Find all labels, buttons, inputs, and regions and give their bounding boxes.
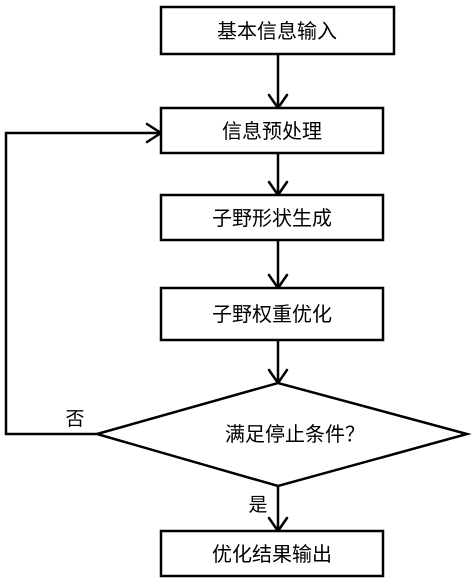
decision-label: 满足停止条件？: [225, 422, 365, 446]
output-box: [159, 529, 385, 578]
decision-diamond: [92, 381, 472, 488]
shape-label: 子野形状生成: [212, 206, 332, 230]
node-preprocess: 信息预处理: [159, 106, 385, 155]
edge-label-yes: 是: [248, 494, 267, 516]
edge-label-no: 否: [65, 408, 84, 430]
preprocess-label: 信息预处理: [222, 119, 322, 143]
input-label: 基本信息输入: [217, 19, 337, 43]
preprocess-box: [159, 106, 385, 155]
node-input: 基本信息输入: [159, 5, 396, 56]
weight-label: 子野权重优化: [212, 302, 332, 326]
shape-box: [159, 193, 385, 242]
weight-box: [159, 286, 385, 342]
input-box: [159, 5, 396, 56]
node-output: 优化结果输出: [159, 529, 385, 578]
feedback-loop-line: [4, 131, 161, 436]
node-shape: 子野形状生成: [159, 193, 385, 242]
output-label: 优化结果输出: [212, 542, 332, 566]
node-decision: 满足停止条件？: [92, 381, 472, 488]
node-weight: 子野权重优化: [159, 286, 385, 342]
